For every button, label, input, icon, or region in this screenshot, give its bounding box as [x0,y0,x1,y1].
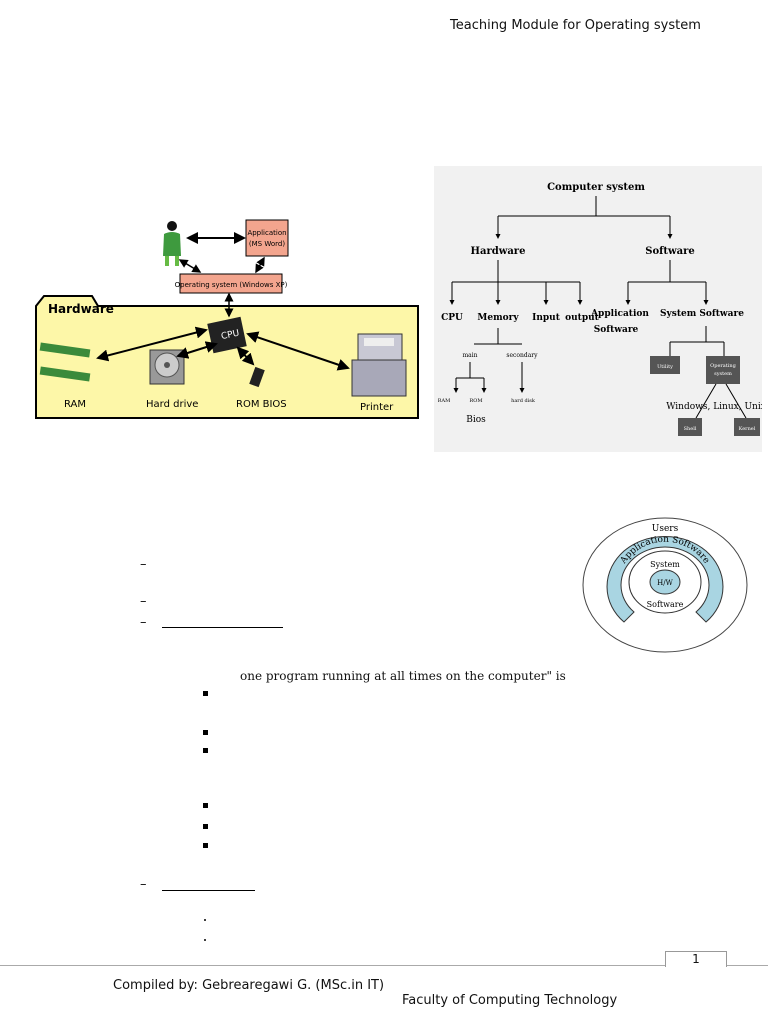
tree-main: main [462,352,477,359]
tree-os-examples: Windows, Linux, Unix [666,402,762,412]
os-label: Operating system (Windows XP) [175,281,288,289]
tree-cpu: CPU [441,313,463,323]
tree-output: output [565,313,600,323]
tree-shell-box [678,418,702,436]
dash-bullet: – [140,877,147,892]
underline-rule [162,890,255,891]
page-number: 1 [665,951,727,967]
hardware-label: Hardware [48,302,114,316]
tree-software: Software [645,246,695,257]
hardware-os-diagram: Hardware Application (MS Word) Operating… [35,219,419,419]
hard-drive-label: Hard drive [146,399,198,410]
cpu-label: CPU [220,329,240,343]
application-label-line1: Application [247,229,286,237]
application-box [245,219,289,257]
underline-rule [162,627,283,628]
dash-bullet: – [140,615,147,630]
footer-faculty: Faculty of Computing Technology [402,993,618,1008]
printer-label: Printer [360,402,394,413]
layer-users: Users [652,524,679,534]
tree-root: Computer system [547,182,645,193]
tree-os-2: system [714,371,732,377]
tree-kernel: Kernel [739,426,756,432]
ram-label: RAM [64,399,86,410]
layer-system: System [650,560,680,569]
footer-compiled-by: Compiled by: Gebrearegawi G. (MSc.in IT) [113,978,385,993]
tree-ram: RAM [438,398,451,404]
square-bullet [203,691,208,696]
tree-application-software-1: Application [590,309,649,319]
tree-memory: Memory [477,313,519,323]
page-header-title: Teaching Module for Operating system [450,18,701,33]
layer-software: Software [647,600,684,609]
ram-icon [39,342,91,382]
tree-hardware: Hardware [471,246,526,257]
computer-system-tree-diagram: Computer system Hardware Software CPU Me… [434,166,762,452]
hw-core [649,569,681,595]
square-bullet [203,803,208,808]
tree-application-software-2: Software [594,325,639,335]
dash-bullet: – [140,557,147,572]
dash-bullet: – [140,594,147,609]
tree-rom: ROM [470,398,483,404]
application-label-line2: (MS Word) [249,240,285,248]
tree-os-box [706,356,740,384]
user-person-icon [163,221,181,266]
tree-input: Input [532,313,561,323]
tree-utility-box [650,356,680,374]
tree-shell: Shell [684,426,697,432]
tree-utility: Utility [657,364,673,370]
tree-hard-disk: hard disk [511,398,536,404]
rom-bios-icon [249,366,265,388]
footer-rule [0,965,768,966]
layer-hw: H/W [657,579,673,587]
system-layers-diagram: Users Application Software System Softwa… [582,517,748,653]
application-software-ring [606,536,724,623]
square-bullet [203,748,208,753]
dot-bullet [204,919,206,921]
square-bullet [203,730,208,735]
rom-bios-label: ROM BIOS [236,399,287,410]
printer-icon [351,333,407,397]
dot-bullet [204,939,206,941]
tree-os-1: Operating [710,363,736,369]
tree-system-software: System Software [660,309,744,319]
quote-text: one program running at all times on the … [240,669,566,683]
tree-kernel-box [734,418,760,436]
tree-secondary: secondary [506,352,538,359]
tree-bios: Bios [466,415,486,425]
square-bullet [203,843,208,848]
hardware-folder [35,295,419,419]
users-ring [582,517,748,653]
square-bullet [203,824,208,829]
